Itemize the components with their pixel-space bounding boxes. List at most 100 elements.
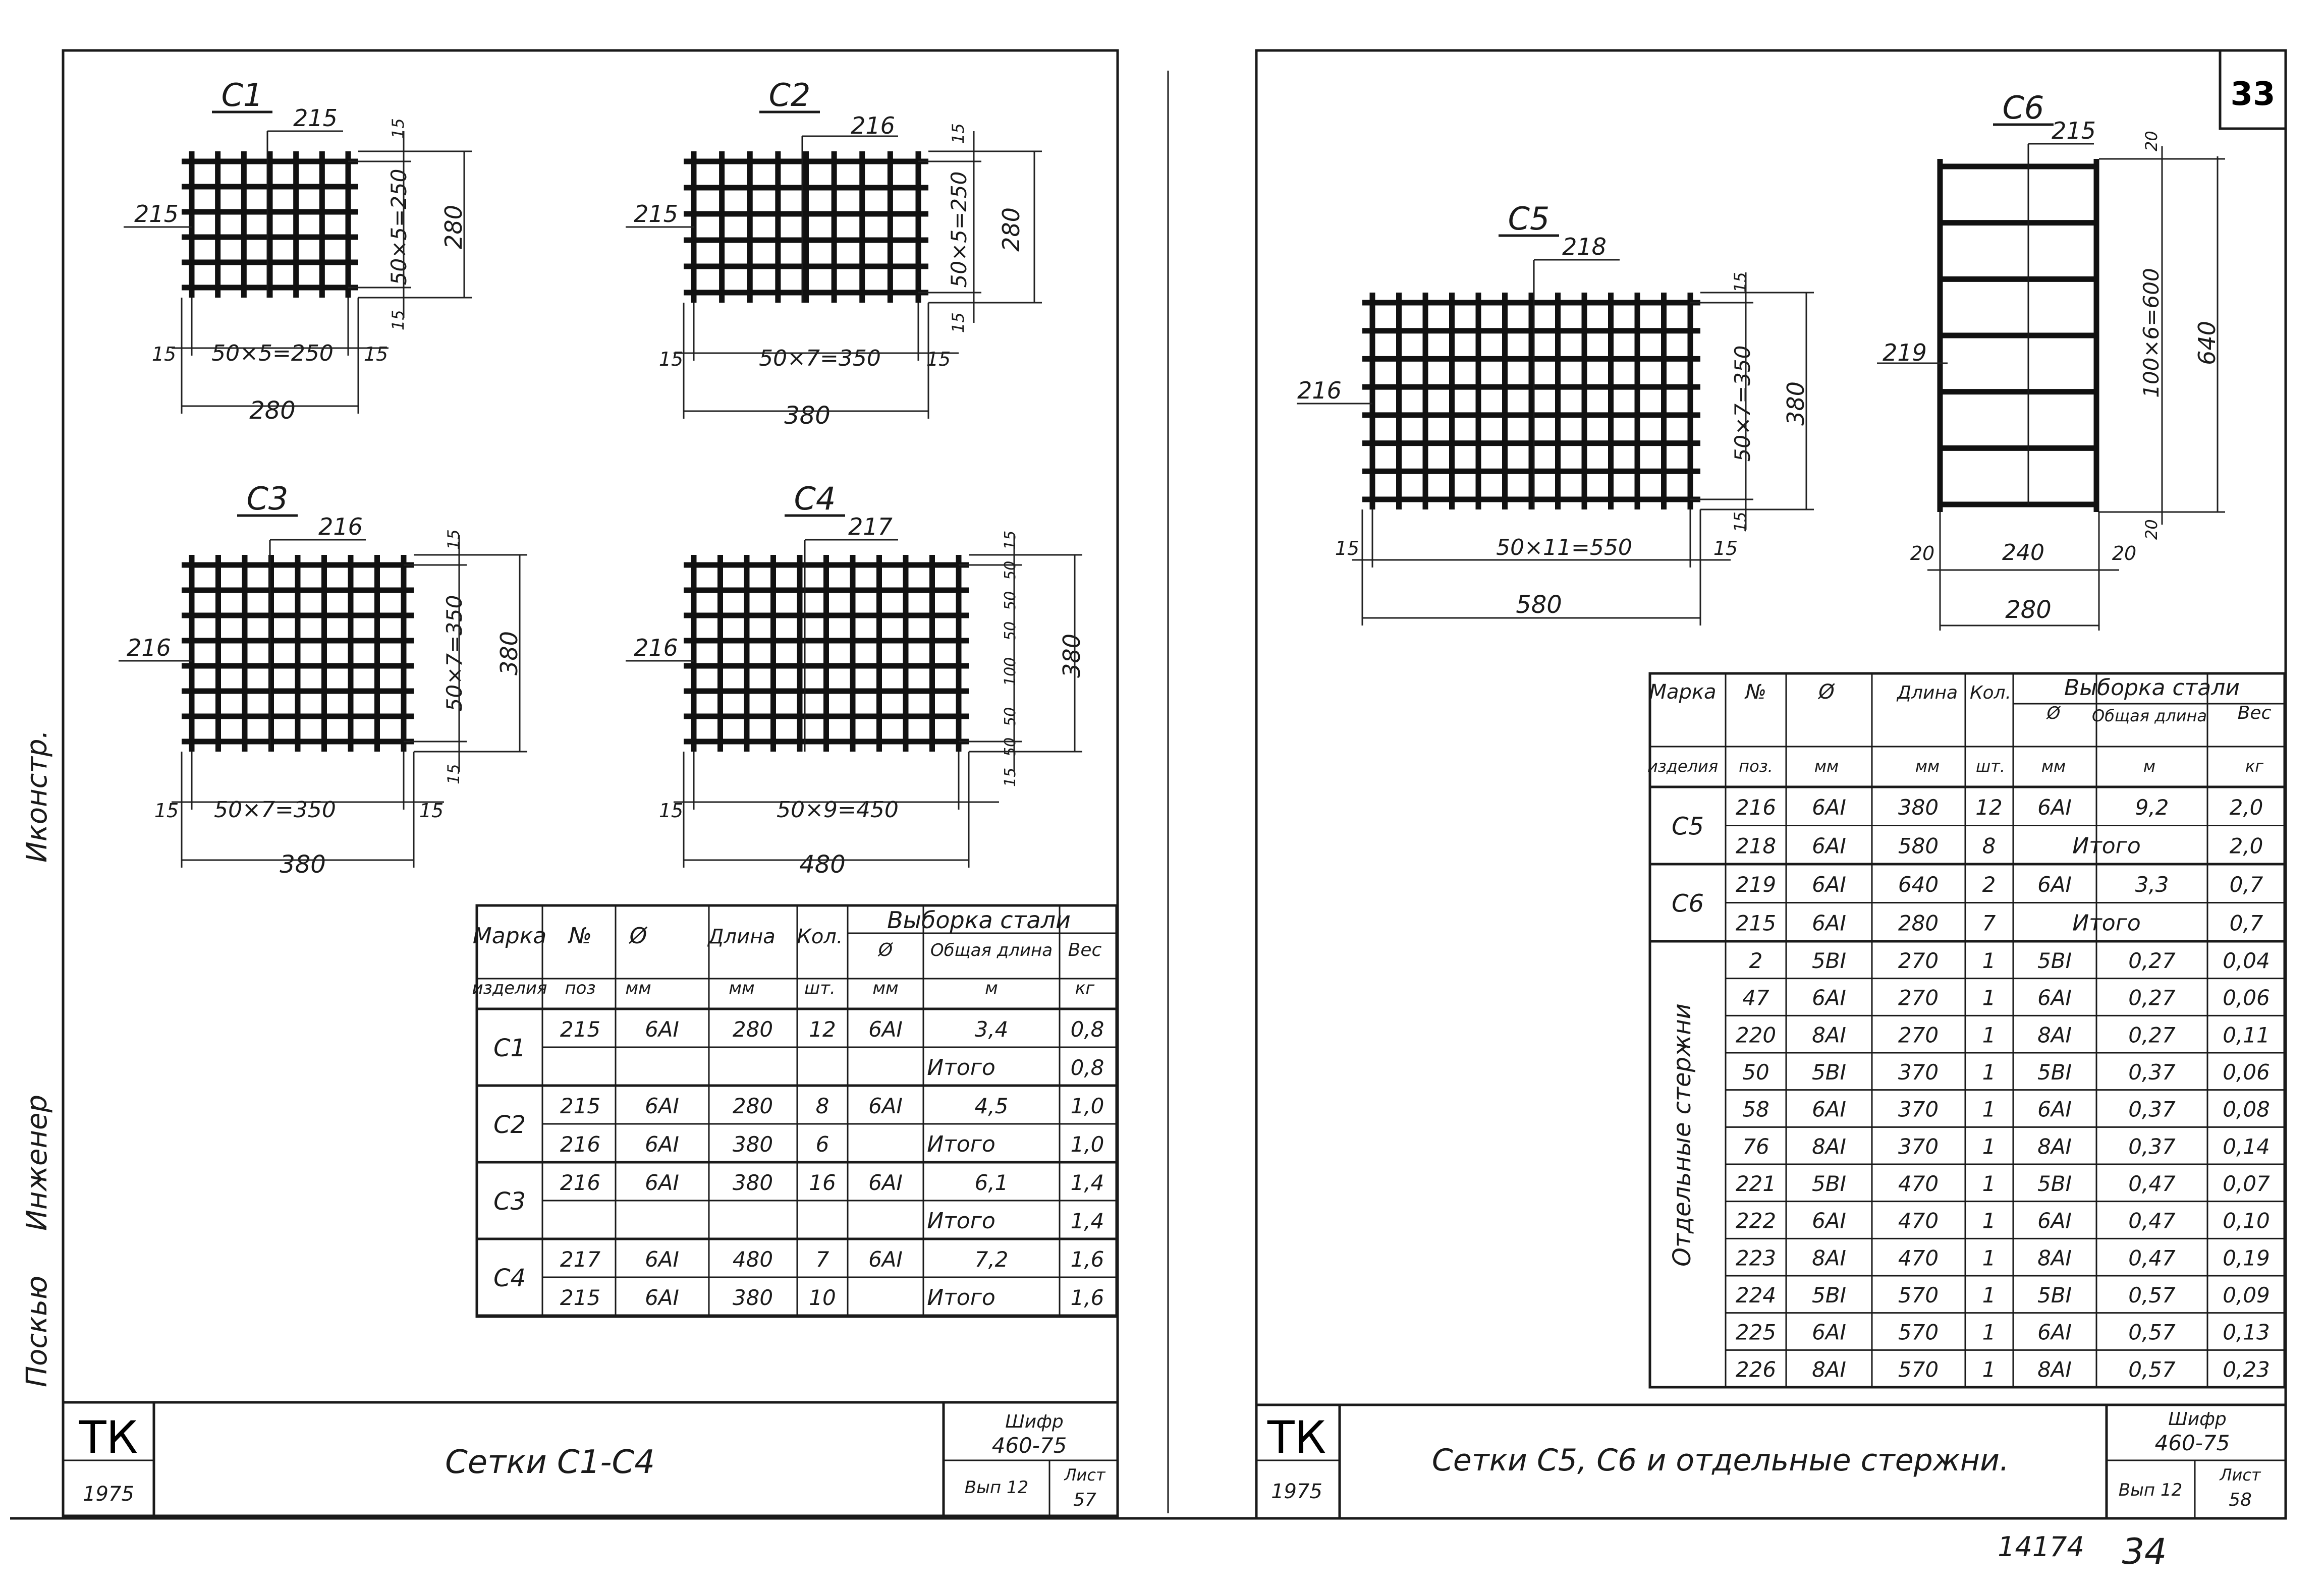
rt-bar-sdia: 5ВI <box>2037 1060 2072 1085</box>
right-title-block: ТК 1975 Сетки С5, С6 и отдельные стержни… <box>1256 1403 2286 1518</box>
rt-bar-len: 470 <box>1898 1245 1939 1270</box>
lt-cell-mark: С2 <box>493 1111 526 1139</box>
rt-bar-pos: 220 <box>1736 1022 1776 1047</box>
bottom-code: 14174 <box>1998 1531 2084 1563</box>
lt-cell-pos: 215 <box>560 1017 600 1042</box>
mesh-c3-bars <box>182 555 414 752</box>
rt-bar-dia: 8АI <box>1812 1245 1846 1270</box>
right-table-border <box>1648 672 2286 1389</box>
lt-cell-dia2: 6АI <box>645 1132 679 1157</box>
mesh-c6: С6 215 219 100×6=600 640 20 20 240 20 20… <box>1877 89 2225 631</box>
rt-bar-sdia: 5ВI <box>2037 1283 2072 1308</box>
lt-cell-w: 1,6 <box>1071 1247 1104 1272</box>
rt-cell-total-label: Итого <box>2072 833 2141 859</box>
rt-bar-sdia: 8АI <box>2037 1357 2072 1382</box>
rt-bar-sdia: 6АI <box>2037 1209 2072 1233</box>
lt-h-dia2: мм <box>625 978 651 998</box>
lt-cell-sdia: 6АI <box>868 1247 903 1272</box>
lt-cell-slen: 7,2 <box>975 1247 1009 1272</box>
mesh-c3-rebar-left: 216 <box>127 634 171 661</box>
mesh-c4-vdim-0: 50 <box>1002 561 1019 580</box>
rt-bar-w: 0,09 <box>2223 1283 2270 1308</box>
rt-cell-pos: 219 <box>1736 872 1776 897</box>
rt-bar-sdia: 8АI <box>2037 1134 2072 1159</box>
rt-cell-len2: 280 <box>1898 911 1939 936</box>
left-title-block: ТК 1975 Сетки С1-С4 Шифр 460-75 Вып 12 Л… <box>63 1401 1118 1516</box>
mesh-c4-vdim-5: 50 <box>1002 737 1019 757</box>
lstamp-title: Сетки С1-С4 <box>445 1444 655 1481</box>
rt-h-group: Выборка стали <box>2064 675 2240 701</box>
lt-cell-pos2: 215 <box>560 1285 600 1310</box>
rt-h-mark: Марка <box>1649 680 1716 704</box>
mesh-c6-edge-left: 20 <box>1910 542 1934 564</box>
left-steel-table: Марка изделия № поз Ø мм Длина мм Кол. ш… <box>472 904 1118 1318</box>
lt-cell-dia: 6АI <box>645 1017 679 1042</box>
mesh-c4: С4 217 216 50 50 50 100 50 50 380 15 15 … <box>626 480 1085 879</box>
rt-bar-len: 570 <box>1898 1320 1939 1345</box>
lt-cell-dia: 6АI <box>645 1170 679 1195</box>
lt-cell-w: 1,0 <box>1071 1094 1104 1118</box>
mesh-c1-edge-right: 15 <box>364 343 388 365</box>
rt-bar-pos: 47 <box>1742 986 1769 1010</box>
lt-h-gdia: Ø <box>877 940 894 960</box>
rt-h-gw2: кг <box>2245 757 2263 776</box>
rstamp-year: 1975 <box>1271 1480 1322 1503</box>
mesh-c1-rebar-left: 215 <box>134 200 179 228</box>
mesh-c6-total: 280 <box>2005 596 2052 624</box>
mesh-c2-name: С2 <box>769 77 811 113</box>
lt-h-group: Выборка стали <box>887 906 1071 934</box>
rt-bar-dia: 5ВI <box>1812 948 1846 973</box>
lstamp-code-label: Шифр <box>1005 1411 1064 1432</box>
sheet-frames: 33 <box>10 49 2287 1520</box>
lt-cell-sdia: 6АI <box>868 1170 903 1195</box>
lt-cell-w: 0,8 <box>1071 1017 1104 1042</box>
rt-bar-qty: 1 <box>1982 1134 1996 1159</box>
rt-bar-w: 0,14 <box>2223 1134 2270 1159</box>
mesh-c5-bars <box>1362 293 1700 509</box>
mesh-c4-bars <box>684 555 969 752</box>
mesh-c3-horiz-dim: 50×7=350 <box>214 797 336 823</box>
lt-h-qty2: шт. <box>804 978 836 998</box>
rt-bar-w: 0,08 <box>2223 1097 2270 1122</box>
rt-bar-w: 0,07 <box>2223 1171 2270 1196</box>
lt-cell-len: 280 <box>733 1017 773 1042</box>
rt-h-pos: № <box>1744 680 1766 704</box>
rt-bar-w: 0,04 <box>2223 948 2270 973</box>
rt-cell-w: 0,7 <box>2230 872 2263 897</box>
lt-cell-w2: 1,6 <box>1071 1285 1104 1310</box>
rt-bar-dia: 8АI <box>1812 1022 1846 1047</box>
rt-bar-len: 570 <box>1898 1357 1939 1382</box>
rt-bar-w: 0,06 <box>2223 986 2270 1010</box>
rt-bar-pos: 50 <box>1742 1060 1769 1085</box>
mesh-c1-bars <box>182 151 358 298</box>
rt-bar-slen: 0,57 <box>2128 1357 2176 1382</box>
rt-bar-dia: 8АI <box>1812 1134 1846 1159</box>
rt-h-dia2: мм <box>1814 757 1839 776</box>
mesh-c2-rebar-left: 215 <box>634 200 678 228</box>
left-margin-labels: Поскью Инженер Иконстр. <box>21 620 64 1387</box>
lt-cell-mark: С4 <box>493 1264 526 1292</box>
rstamp-issue: Вып 12 <box>2119 1480 2182 1500</box>
lt-cell-pos2: 216 <box>560 1132 600 1157</box>
lt-cell-qty2: 10 <box>809 1285 836 1310</box>
rt-bar-w: 0,13 <box>2223 1320 2270 1345</box>
lt-h-mark2: изделия <box>472 978 547 998</box>
rstamp-code: 460-75 <box>2155 1431 2230 1455</box>
rt-cell-w2: 0,7 <box>2230 911 2263 936</box>
mesh-c6-rebar-top: 215 <box>2052 117 2096 144</box>
rt-h-gdia: Ø <box>2046 703 2061 723</box>
rt-cell-qty2: 7 <box>1982 911 1996 936</box>
lt-cell-dia2: 6АI <box>645 1285 679 1310</box>
mesh-c4-vdim-2: 50 <box>1002 621 1019 641</box>
rt-bar-len: 270 <box>1898 986 1939 1010</box>
rt-h-mark2: изделия <box>1647 757 1718 776</box>
mesh-c6-name: С6 <box>2003 89 2044 126</box>
lstamp-year: 1975 <box>83 1483 134 1506</box>
rt-bar-slen: 0,27 <box>2128 948 2176 973</box>
mesh-c1-vert-dim: 50×5=250 <box>386 169 411 286</box>
rt-h-qty: Кол. <box>1970 683 2011 703</box>
lt-cell-w2: 1,4 <box>1071 1209 1104 1233</box>
rt-bar-pos: 2 <box>1749 948 1763 973</box>
rt-h-gdia2: мм <box>2041 757 2066 776</box>
